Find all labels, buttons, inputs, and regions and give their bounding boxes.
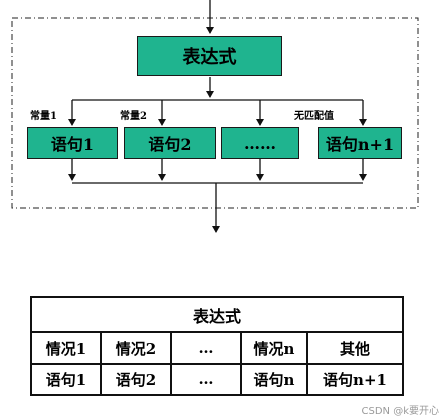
case-label-2: 常量2 (120, 111, 147, 122)
case-label-1: 常量1 (30, 111, 57, 122)
statement-box-2: 语句2 (124, 127, 216, 159)
case-cell-1: 情况1 (30, 331, 102, 365)
case-cell-ellipsis: … (170, 331, 242, 365)
case-label-default: 无匹配值 (294, 111, 334, 122)
stmt-cell-n1: 语句n+1 (305, 362, 405, 397)
dashed-frame (11, 17, 419, 209)
stmt-cell-ellipsis: … (170, 362, 242, 397)
statement-box-n1: 语句n+1 (318, 127, 402, 159)
table-header: 表达式 (29, 295, 405, 334)
stmt-cell-2: 语句2 (100, 362, 172, 397)
statement-box-1: 语句1 (27, 127, 118, 159)
stmt-cell-n: 语句n (240, 362, 308, 397)
statement-box-ellipsis: …… (221, 127, 299, 159)
switch-table: 表达式 情况1 情况2 … 情况n 其他 语句1 语句2 … 语句n 语句n+1 (29, 295, 405, 397)
case-cell-n: 情况n (240, 331, 308, 365)
stmt-cell-1: 语句1 (30, 362, 102, 397)
watermark: CSDN @k要开心 (361, 406, 439, 417)
case-cell-2: 情况2 (100, 331, 172, 365)
expr-box: 表达式 (137, 36, 282, 76)
case-cell-other: 其他 (305, 331, 405, 365)
